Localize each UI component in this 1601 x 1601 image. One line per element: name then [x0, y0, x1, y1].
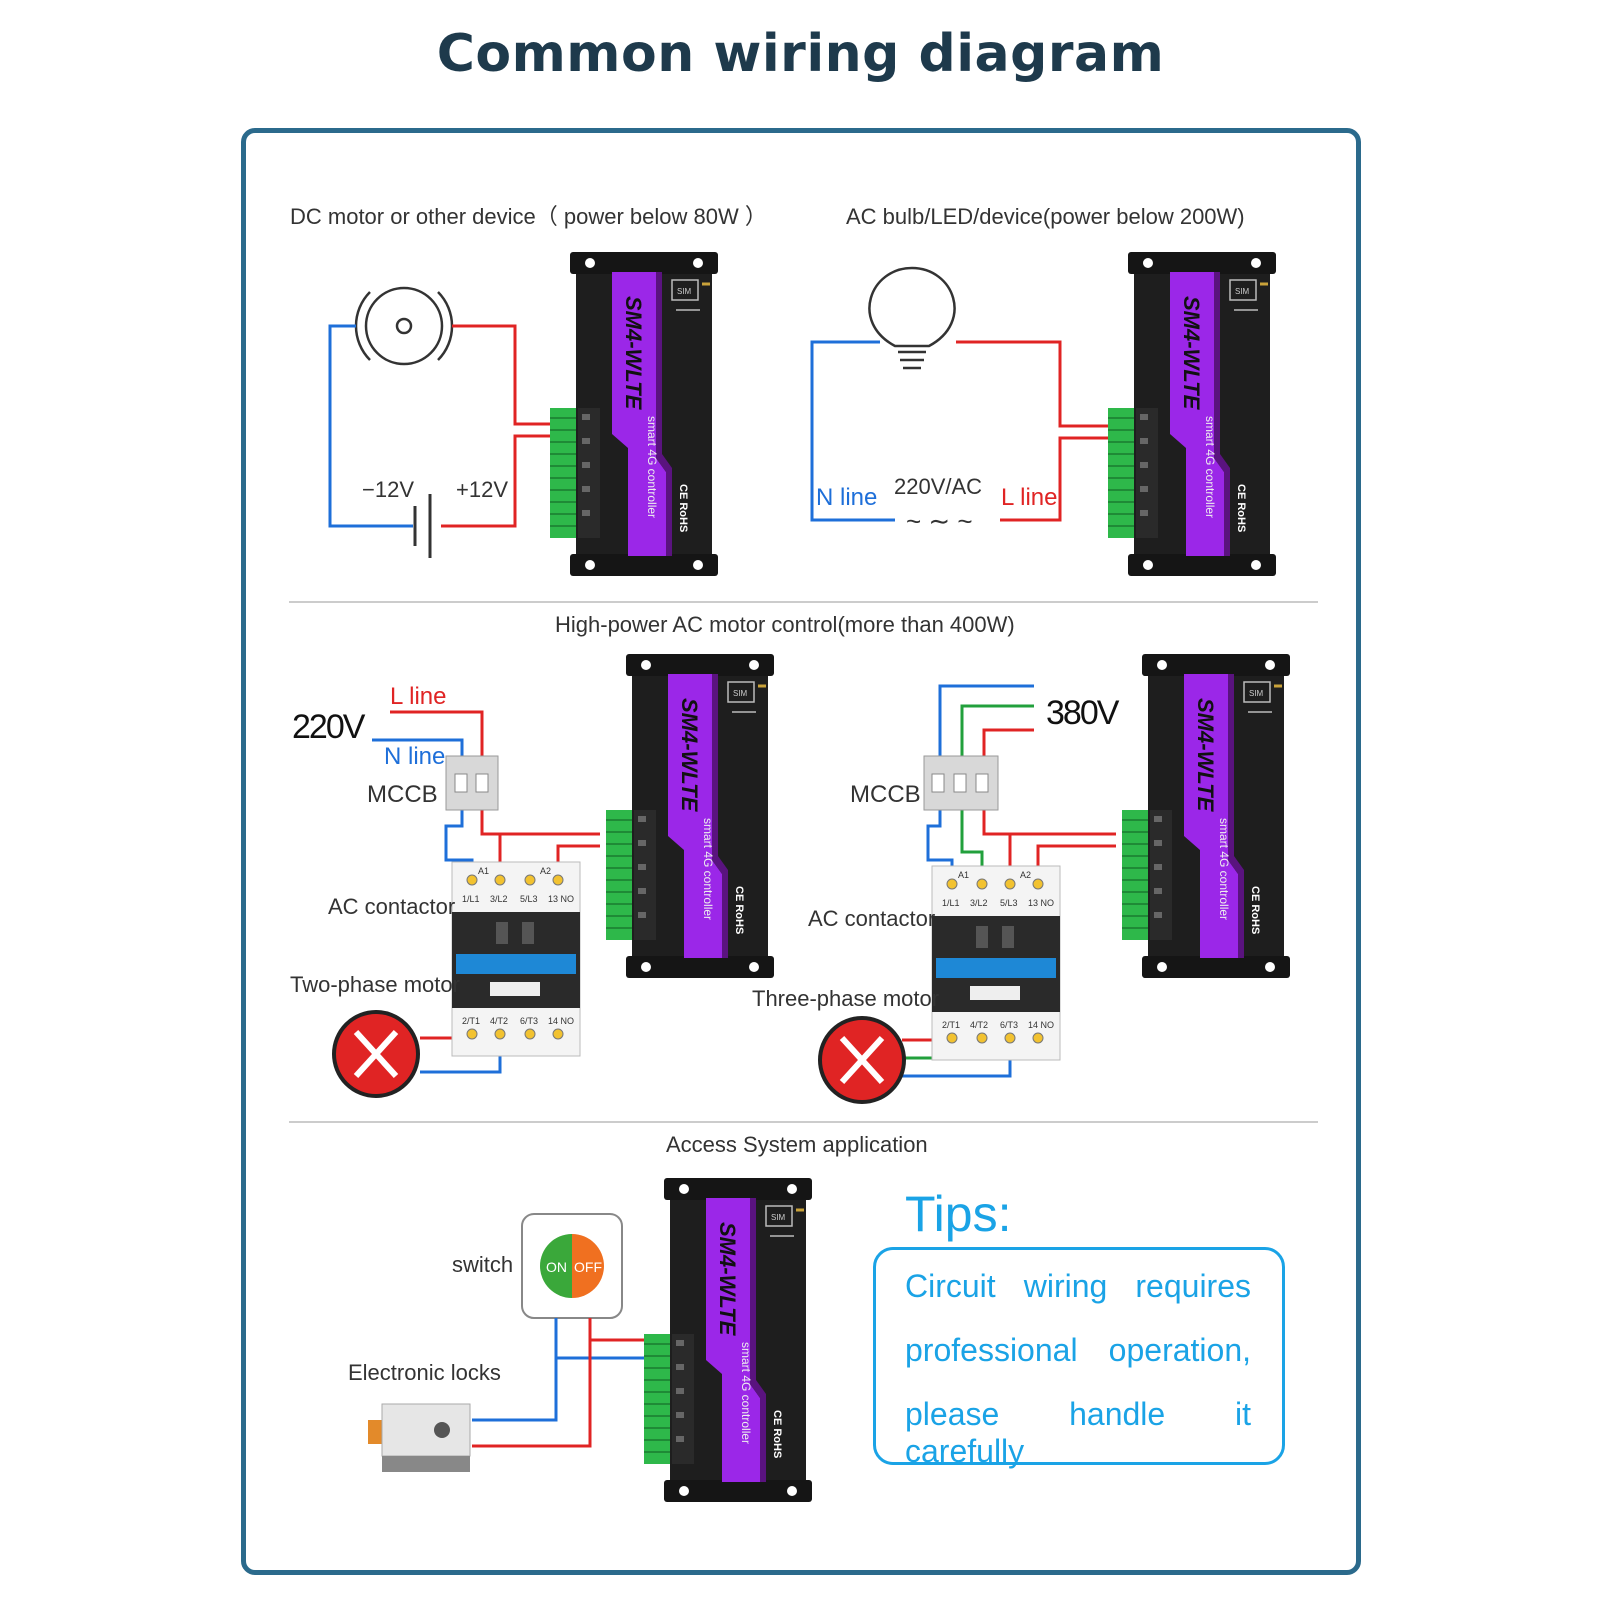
- switch-label: switch: [452, 1252, 513, 1277]
- controller-model: SM4-WLTE: [1179, 296, 1204, 411]
- svg-text:5/L3: 5/L3: [520, 894, 538, 904]
- switch-off-label: OFF: [574, 1259, 602, 1275]
- tip-line-3: please handle it carefully: [905, 1396, 1251, 1469]
- svg-text:13 NO: 13 NO: [548, 894, 574, 904]
- ac-heading: AC bulb/LED/device(power below 200W): [846, 204, 1245, 229]
- svg-text:14 NO: 14 NO: [1028, 1020, 1054, 1030]
- dc-wiring: [328, 324, 570, 528]
- switch-on-label: ON: [546, 1259, 567, 1275]
- left-contactor-icon: [451, 861, 581, 1057]
- controller-2: SM4-WLTE smart 4G controller SIM CE RoHS: [1106, 250, 1278, 578]
- right-contactor-terminals: A1 A2 1/L1 3/L2 5/L3 13 NO 2/T1 4/T2 6/T…: [942, 870, 1054, 1030]
- dc-motor-icon: [354, 286, 454, 366]
- hp-right-mccb: MCCB: [850, 781, 921, 808]
- lock-label: Electronic locks: [348, 1360, 501, 1385]
- controller-4: SM4-WLTE smart 4G controller SIM CE RoHS: [1120, 652, 1292, 980]
- battery-icon: [413, 494, 432, 558]
- controller-subtitle: smart 4G controller: [1203, 416, 1217, 518]
- page-title: Common wiring diagram: [436, 24, 1165, 84]
- controller-5: SM4-WLTE smart 4G controller SIM CE RoHS: [642, 1176, 814, 1504]
- svg-text:2/T1: 2/T1: [942, 1020, 960, 1030]
- high-power-heading: High-power AC motor control(more than 40…: [555, 612, 1015, 637]
- right-mccb-icon: [923, 755, 999, 811]
- left-mccb-icon: [445, 755, 499, 811]
- svg-text:2/T1: 2/T1: [462, 1016, 480, 1026]
- svg-text:A2: A2: [540, 866, 551, 876]
- controller-cert: CE RoHS: [1235, 484, 1247, 532]
- svg-text:3/L2: 3/L2: [970, 898, 988, 908]
- controller-3: SM4-WLTE smart 4G controller SIM CE RoHS: [604, 652, 776, 980]
- hp-left-mccb: MCCB: [367, 781, 438, 808]
- controller-sim: SIM: [1249, 689, 1264, 698]
- controller-model: SM4-WLTE: [621, 296, 646, 411]
- tips-box: [873, 1247, 1285, 1465]
- controller-subtitle: smart 4G controller: [701, 818, 715, 920]
- hp-left-motor-label: Two-phase motor: [290, 972, 460, 997]
- controller-model: SM4-WLTE: [715, 1222, 740, 1337]
- controller-subtitle: smart 4G controller: [645, 416, 659, 518]
- left-contactor-terminals: A1 A2 1/L1 3/L2 5/L3 13 NO 2/T1 4/T2 6/T…: [462, 866, 574, 1026]
- dc-pos-label: +12V: [456, 477, 508, 502]
- ac-l-line-label: L line: [1001, 484, 1057, 511]
- svg-text:4/T2: 4/T2: [490, 1016, 508, 1026]
- svg-text:3/L2: 3/L2: [490, 894, 508, 904]
- hp-right-voltage: 380V: [1046, 694, 1120, 732]
- svg-text:1/L1: 1/L1: [462, 894, 480, 904]
- dc-heading: DC motor or other device（ power below 80…: [290, 204, 767, 229]
- switch-icon: [521, 1213, 623, 1319]
- svg-text:A1: A1: [478, 866, 489, 876]
- hp-left-l-line: L line: [390, 683, 446, 710]
- hp-right-contactor-label: AC contactor: [808, 906, 935, 931]
- controller-cert: CE RoHS: [677, 484, 689, 532]
- ac-n-line-label: N line: [816, 484, 877, 511]
- dc-neg-label: −12V: [362, 477, 414, 502]
- controller-sim: SIM: [771, 1213, 786, 1222]
- controller-cert: CE RoHS: [771, 1410, 783, 1458]
- controller-cert: CE RoHS: [733, 886, 745, 934]
- tip-line-2: professional operation,: [905, 1332, 1251, 1368]
- electronic-lock-icon: [368, 1403, 471, 1472]
- controller-subtitle: smart 4G controller: [1217, 818, 1231, 920]
- access-heading: Access System application: [666, 1132, 928, 1157]
- access-wiring: [472, 1318, 660, 1448]
- svg-text:6/T3: 6/T3: [520, 1016, 538, 1026]
- controller-1: SM4-WLTE smart 4G controller SIM CE RoHS: [548, 250, 720, 578]
- svg-text:6/T3: 6/T3: [1000, 1020, 1018, 1030]
- right-contactor-icon: [931, 865, 1061, 1061]
- svg-text:14 NO: 14 NO: [548, 1016, 574, 1026]
- svg-text:5/L3: 5/L3: [1000, 898, 1018, 908]
- diagram-frame: [241, 128, 1361, 1575]
- svg-text:13 NO: 13 NO: [1028, 898, 1054, 908]
- controller-model: SM4-WLTE: [677, 698, 702, 813]
- svg-text:A2: A2: [1020, 870, 1031, 880]
- ac-voltage-label: 220V/AC: [894, 474, 982, 499]
- hp-right-motor-label: Three-phase motor: [752, 986, 939, 1011]
- tips-title: Tips:: [905, 1186, 1012, 1242]
- controller-model: SM4-WLTE: [1193, 698, 1218, 813]
- tip-line-1: Circuit wiring requires: [905, 1268, 1251, 1304]
- controller-sim: SIM: [1235, 287, 1250, 296]
- controller-sim: SIM: [677, 287, 692, 296]
- hp-left-contactor-label: AC contactor: [328, 894, 455, 919]
- svg-text:A1: A1: [958, 870, 969, 880]
- hp-left-n-line: N line: [384, 743, 445, 770]
- ac-wave-symbol: ~ ∼ ~: [906, 506, 973, 536]
- controller-subtitle: smart 4G controller: [739, 1342, 753, 1444]
- svg-text:1/L1: 1/L1: [942, 898, 960, 908]
- svg-text:4/T2: 4/T2: [970, 1020, 988, 1030]
- three-phase-motor-icon: [818, 1016, 906, 1104]
- ac-wiring: [810, 340, 1110, 522]
- controller-sim: SIM: [733, 689, 748, 698]
- controller-cert: CE RoHS: [1249, 886, 1261, 934]
- hp-left-voltage: 220V: [292, 708, 366, 746]
- bulb-icon: [868, 266, 956, 370]
- two-phase-motor-icon: [332, 1010, 420, 1098]
